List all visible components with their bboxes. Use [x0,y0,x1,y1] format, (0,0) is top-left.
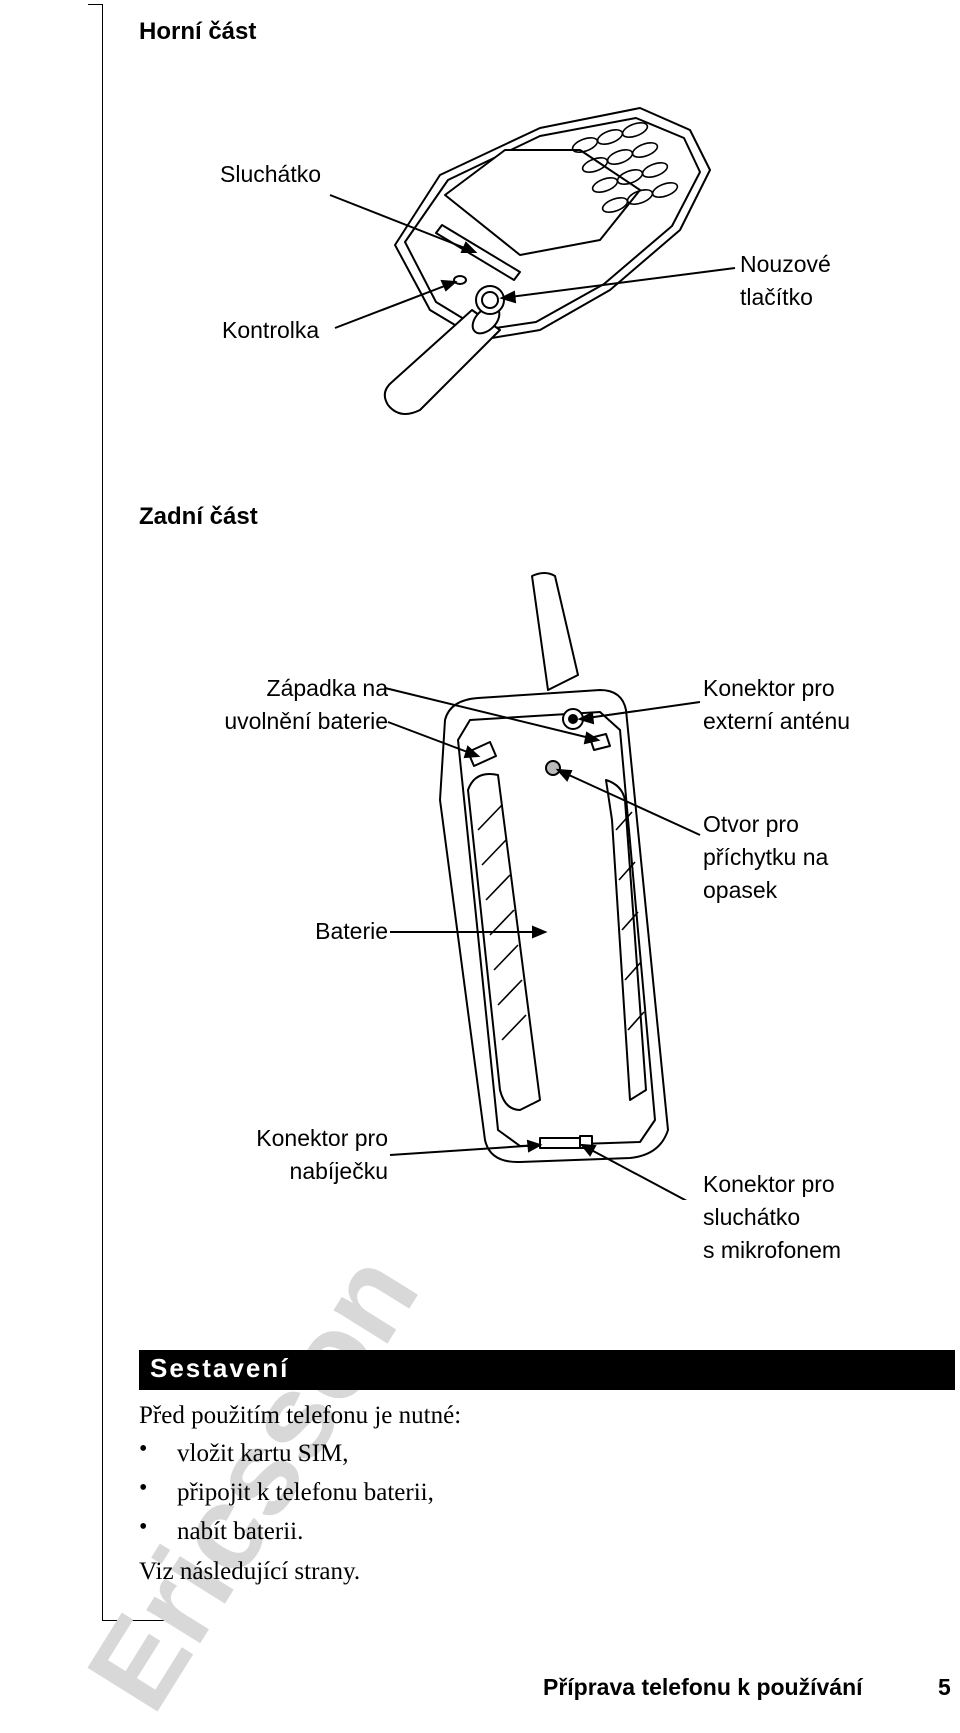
assembly-step: připojit k telefonu baterii, [177,1479,434,1506]
section-title-bar [139,1350,955,1390]
label-charger-connector: Konektor pro nabíječku [256,1125,388,1184]
assembly-outro: Viz následující strany. [139,1558,361,1585]
footer-page-number: 5 [938,1674,951,1700]
label-external-antenna-connector: Konektor pro externí anténu [703,675,851,734]
bullet-marker: • [139,1436,148,1462]
assembly-intro: Před použitím telefonu je nutné: [139,1402,462,1429]
assembly-step: vložit kartu SIM, [177,1440,349,1467]
label-headset-connector: Konektor pro sluchátko s mikrofonem [703,1171,842,1263]
bullet-marker: • [139,1514,148,1540]
phone-back-view-illustration [384,572,701,1200]
label-battery: Baterie [315,918,388,944]
phone-top-view-illustration [329,107,736,415]
back-section-heading: Zadní část [139,503,258,530]
margin-rule [102,4,103,1620]
margin-rule-bottom-tick [102,1620,177,1621]
label-emergency-button: Nouzové tlačítko [740,251,831,310]
label-battery-latch: Západka na uvolnění baterie [224,675,388,734]
bullet-marker: • [139,1475,148,1501]
margin-rule-top-tick [88,4,103,5]
footer-chapter-title: Příprava telefonu k používání [543,1674,863,1700]
label-indicator: Kontrolka [222,317,320,343]
section-title: Sestavení [150,1353,290,1383]
top-section-heading: Horní část [139,18,257,45]
label-belt-clip-hole: Otvor pro příchytku na opasek [703,811,829,903]
label-earpiece: Sluchátko [220,161,322,187]
assembly-step: nabít baterii. [177,1518,304,1545]
